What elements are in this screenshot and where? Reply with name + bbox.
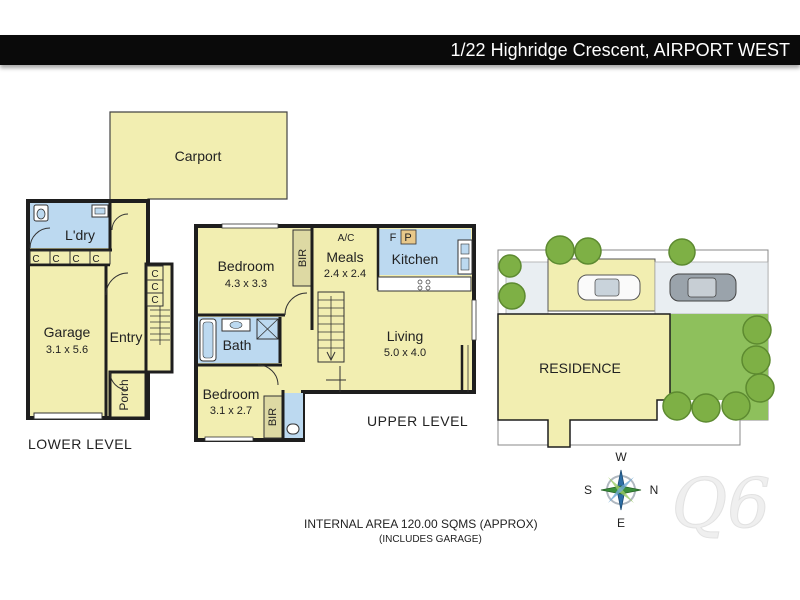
internal-area-text: INTERNAL AREA 120.00 SQMS (APPROX) [304, 517, 538, 531]
living-label: Living [387, 328, 424, 344]
fridge-label: F [390, 232, 397, 244]
residence-label: RESIDENCE [539, 360, 621, 376]
entry-label: Entry [110, 329, 143, 345]
cupboard-label-4: C [92, 254, 99, 265]
agency-logo: Q6 [671, 465, 770, 544]
kitchen-label: Kitchen [392, 251, 439, 267]
bedroom2-label: Bedroom [203, 386, 260, 402]
bedroom1-label: Bedroom [218, 258, 275, 274]
living-dims: 5.0 x 4.0 [384, 347, 426, 359]
includes-garage-note: (INCLUDES GARAGE) [379, 534, 482, 545]
ac-label: A/C [338, 233, 355, 244]
residence-footprint [497, 313, 671, 448]
bath-label: Bath [223, 337, 252, 353]
cupboard-label-2: C [52, 254, 59, 265]
porch-label: Porch [117, 379, 131, 410]
car-icon-grey [669, 273, 737, 302]
garage-label: Garage [44, 324, 91, 340]
meals-dims: 2.4 x 2.4 [324, 268, 366, 280]
cupboard-label-7: C [151, 295, 158, 306]
garage-dims: 3.1 x 5.6 [46, 344, 88, 356]
lower-level-plan: Carport L'dry C C C C C C C Garage 3.1 x… [26, 111, 288, 420]
cupboard-label-1: C [32, 254, 39, 265]
cupboard-label-3: C [72, 254, 79, 265]
site-plan: RESIDENCE [497, 235, 775, 448]
bedroom1-dims: 4.3 x 3.3 [225, 278, 267, 290]
bir1-label: BIR [297, 249, 309, 267]
kitchen-area [378, 229, 471, 275]
header-bar: 1/22 Highridge Crescent, AIRPORT WEST [0, 35, 800, 65]
tree-icons [498, 235, 775, 423]
lower-level-label: LOWER LEVEL [28, 436, 133, 452]
cupboard-label-5: C [151, 269, 158, 280]
compass-n: N [650, 483, 659, 497]
compass-e: E [617, 516, 625, 530]
compass-w: W [615, 450, 627, 464]
property-address: 1/22 Highridge Crescent, AIRPORT WEST [450, 40, 790, 60]
compass-s: S [584, 483, 592, 497]
cupboard-label-6: C [151, 282, 158, 293]
bedroom2-dims: 3.1 x 2.7 [210, 405, 252, 417]
porch-area [108, 370, 148, 420]
pantry-label: P [404, 232, 411, 244]
compass-icon: W E S N [584, 450, 658, 530]
upper-level-label: UPPER LEVEL [367, 413, 469, 429]
car-icon-white [577, 274, 641, 301]
carport-label: Carport [175, 148, 222, 164]
laundry-label: L'dry [65, 227, 95, 243]
upper-level-plan: Bedroom 4.3 x 3.3 BIR Bath Bedroom 3.1 x… [194, 223, 477, 442]
meals-label: Meals [326, 249, 363, 265]
bir2-label: BIR [267, 408, 279, 426]
